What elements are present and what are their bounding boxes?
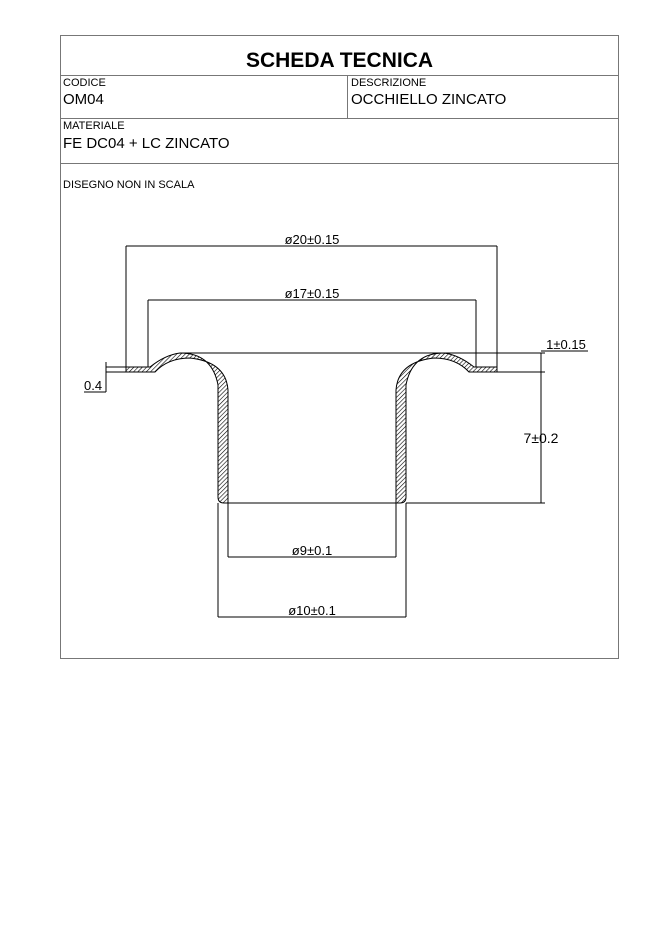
- dim-inner-diameter: ø9±0.1: [292, 543, 332, 558]
- divider: [60, 163, 619, 164]
- descrizione-value: OCCHIELLO ZINCATO: [351, 91, 507, 108]
- dim-outer-diameter: ø10±0.1: [288, 603, 336, 618]
- divider: [347, 75, 348, 118]
- sheet-frame: [60, 35, 619, 659]
- eyelet-section-right: [395, 352, 498, 504]
- materiale-label: MATERIALE: [63, 120, 125, 132]
- sheet-title: SCHEDA TECNICA: [245, 49, 434, 72]
- descrizione-label: DESCRIZIONE: [351, 77, 427, 89]
- dim-outer-flange-diameter: ø20±0.15: [285, 232, 340, 247]
- divider: [60, 118, 619, 119]
- divider: [60, 75, 619, 76]
- codice-value: OM04: [63, 91, 104, 108]
- dim-inner-flange-diameter: ø17±0.15: [285, 286, 340, 301]
- dim-height: 7±0.2: [524, 430, 559, 446]
- eyelet-section-left: [125, 352, 229, 504]
- dim-thickness: 0.4: [84, 378, 102, 393]
- codice-label: CODICE: [63, 77, 106, 89]
- materiale-value: FE DC04 + LC ZINCATO: [63, 135, 230, 152]
- dim-flange-height: 1±0.15: [546, 337, 586, 352]
- drawing-note: DISEGNO NON IN SCALA: [63, 179, 195, 191]
